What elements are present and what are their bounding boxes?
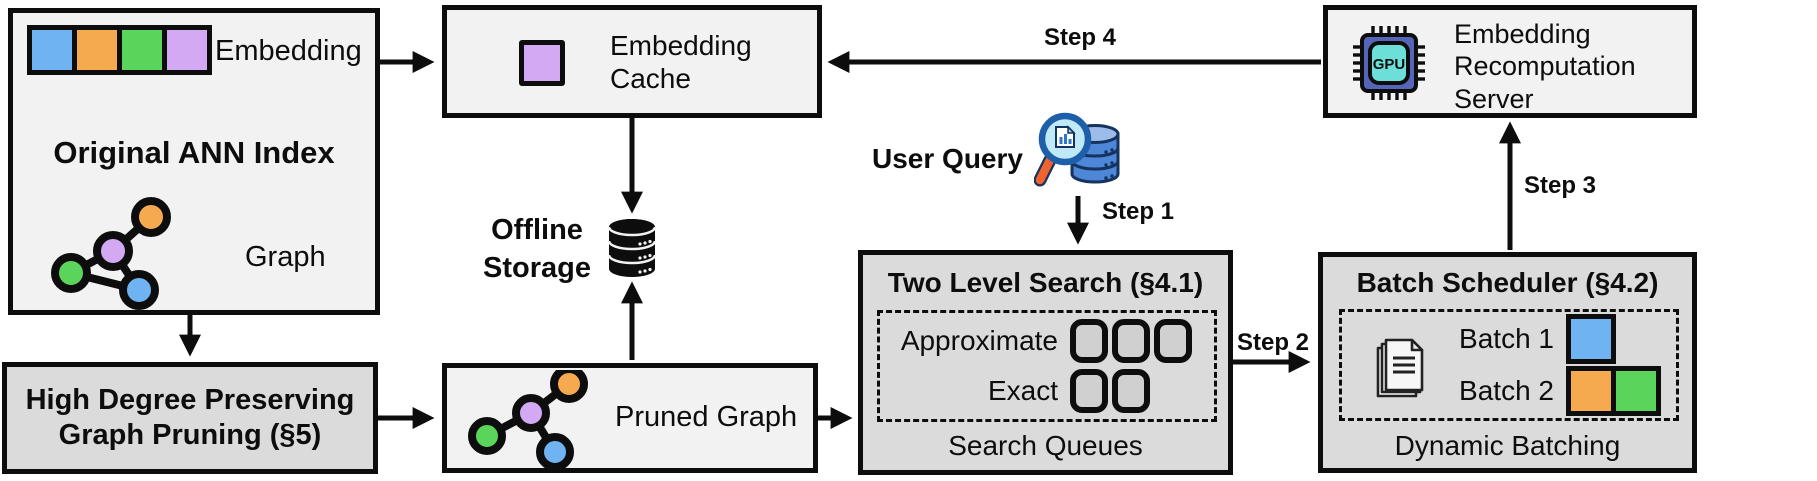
embedding-label: Embedding <box>215 35 362 67</box>
batch-scheduler-box: Batch Scheduler (§4.2) Batch 1 <box>1318 252 1697 473</box>
recomputation-server-label: Embedding Recomputation Server <box>1454 19 1636 114</box>
original-index-title: Original ANN Index <box>53 135 335 170</box>
queue-row-label: Approximate <box>900 325 1058 356</box>
green-swatch <box>1616 371 1656 411</box>
purple-swatch <box>167 30 207 70</box>
cached-embedding-swatch <box>519 40 565 86</box>
queue-slots <box>1070 319 1208 363</box>
gpu-icon: GPU <box>1353 26 1425 100</box>
two-level-search-title: Two Level Search (§4.1) <box>887 267 1204 298</box>
search-queues-caption: Search Queues <box>948 430 1143 461</box>
queue-slot <box>1112 369 1150 413</box>
queue-slot <box>1154 319 1192 363</box>
batch-chips <box>1566 314 1616 364</box>
batch-row-label: Batch 2 <box>1459 375 1554 406</box>
orange-swatch <box>1571 371 1611 411</box>
embedding-cache-box: Embedding Cache <box>442 5 822 118</box>
graph-pruning-box: High Degree Preserving Graph Pruning (§5… <box>2 362 378 474</box>
queue-row-approximate: Approximate <box>886 319 1208 363</box>
user-query-label: User Query <box>872 143 1023 174</box>
gpu-icon-text: GPU <box>1373 56 1406 73</box>
pruning-label: High Degree Preserving Graph Pruning (§5… <box>25 383 355 451</box>
blue-swatch <box>1571 319 1611 359</box>
dynamic-batching-caption: Dynamic Batching <box>1394 430 1621 461</box>
offline-storage-label: Offline Storage <box>483 214 591 284</box>
pruned-graph-box: Pruned Graph <box>442 363 818 473</box>
two-level-search-box: Two Level Search (§4.1) Approximate Exac… <box>858 250 1233 475</box>
step-1-label: Step 1 <box>1102 198 1175 225</box>
original-ann-index-box: Embedding Original ANN Index Graph <box>8 8 380 315</box>
queue-slot <box>1070 369 1108 413</box>
embedding-strip <box>27 25 212 75</box>
batch-row-2: Batch 2 <box>1459 366 1666 416</box>
query-magnifier-database-icon <box>1034 112 1120 187</box>
embedding-cache-label: Embedding Cache <box>610 30 752 95</box>
queue-row-exact: Exact <box>886 369 1208 413</box>
graph-label: Graph <box>245 241 326 273</box>
queue-slots <box>1070 369 1208 413</box>
batch-scheduler-title: Batch Scheduler (§4.2) <box>1356 267 1659 298</box>
orange-swatch <box>77 30 117 70</box>
documents-icon <box>1376 338 1424 398</box>
ann-graph-icon <box>51 197 171 310</box>
database-icon <box>607 219 657 277</box>
step-4-label: Step 4 <box>1043 24 1117 51</box>
step-2-label: Step 2 <box>1236 329 1310 356</box>
step-3-label: Step 3 <box>1524 172 1597 199</box>
green-swatch <box>122 30 162 70</box>
pruned-graph-icon <box>468 370 588 470</box>
batch-chips <box>1566 366 1661 416</box>
dynamic-batching-panel: Batch 1 Batch 2 <box>1339 309 1679 421</box>
batch-row-1: Batch 1 <box>1459 314 1666 364</box>
search-queues-panel: Approximate Exact <box>877 310 1217 422</box>
pruned-graph-label: Pruned Graph <box>615 401 798 433</box>
batch-row-label: Batch 1 <box>1459 323 1554 354</box>
queue-row-label: Exact <box>987 375 1058 406</box>
queue-slot <box>1112 319 1150 363</box>
queue-slot <box>1070 319 1108 363</box>
recomputation-server-box: GPU Embedding Recomputation Server <box>1323 5 1697 118</box>
blue-swatch <box>32 30 72 70</box>
